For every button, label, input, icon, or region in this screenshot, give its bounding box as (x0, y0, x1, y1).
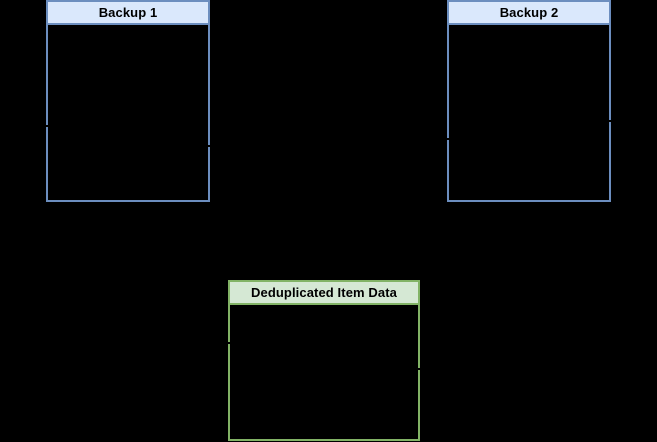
node-backup-1-title: Backup 1 (98, 5, 158, 20)
node-backup-2-title: Backup 2 (499, 5, 559, 20)
node-backup-1-header: Backup 1 (48, 2, 208, 25)
node-backup-2-header: Backup 2 (449, 2, 609, 25)
node-deduplicated-item-data: Deduplicated Item Data (227, 280, 421, 441)
connector-stub-right (415, 368, 421, 370)
connector-stub-left (227, 342, 233, 344)
connector-stub-right (205, 145, 211, 147)
node-backup-2: Backup 2 (446, 0, 612, 202)
connector-stub-left (45, 125, 51, 127)
connector-stub-left (446, 138, 452, 140)
node-deduplicated-item-data-header: Deduplicated Item Data (230, 282, 418, 305)
node-deduplicated-item-data-title: Deduplicated Item Data (251, 285, 397, 300)
node-backup-1: Backup 1 (45, 0, 211, 202)
connector-stub-right (606, 120, 612, 122)
